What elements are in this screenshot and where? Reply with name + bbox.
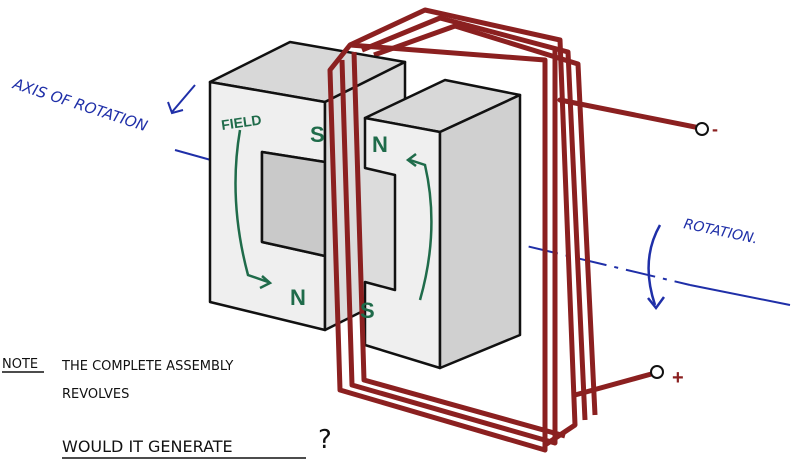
lead-plus-label: + bbox=[672, 367, 684, 389]
note-line-2: REVOLVES bbox=[62, 387, 129, 402]
field-label: FIELD bbox=[220, 111, 262, 132]
pole-s-top: S bbox=[310, 122, 325, 147]
coil-front bbox=[327, 42, 566, 453]
pole-n-top: N bbox=[372, 132, 388, 157]
lead-minus-label: - bbox=[712, 119, 718, 139]
coil-back bbox=[348, 7, 598, 448]
axis-pointer-arrow bbox=[167, 84, 196, 115]
right-magnet bbox=[363, 78, 522, 370]
terminal-minus bbox=[695, 122, 709, 136]
question-mark: ? bbox=[318, 425, 332, 455]
lead-minus-wire bbox=[557, 97, 703, 131]
lead-plus-wire bbox=[572, 370, 658, 398]
terminal-plus bbox=[650, 365, 664, 379]
note-line-1: THE COMPLETE ASSEMBLY bbox=[61, 359, 233, 374]
rotation-label: ROTATION. bbox=[682, 216, 759, 247]
lead-wires bbox=[557, 97, 703, 398]
axis-of-rotation-label: AXIS OF ROTATION bbox=[10, 74, 150, 135]
field-arrows bbox=[234, 129, 433, 301]
pole-n-bottom: N bbox=[290, 285, 306, 310]
note-prefix: NOTE bbox=[2, 357, 38, 372]
rotation-arrow bbox=[647, 224, 666, 311]
question-text: WOULD IT GENERATE bbox=[62, 437, 233, 456]
pole-s-bottom: S bbox=[360, 298, 375, 323]
